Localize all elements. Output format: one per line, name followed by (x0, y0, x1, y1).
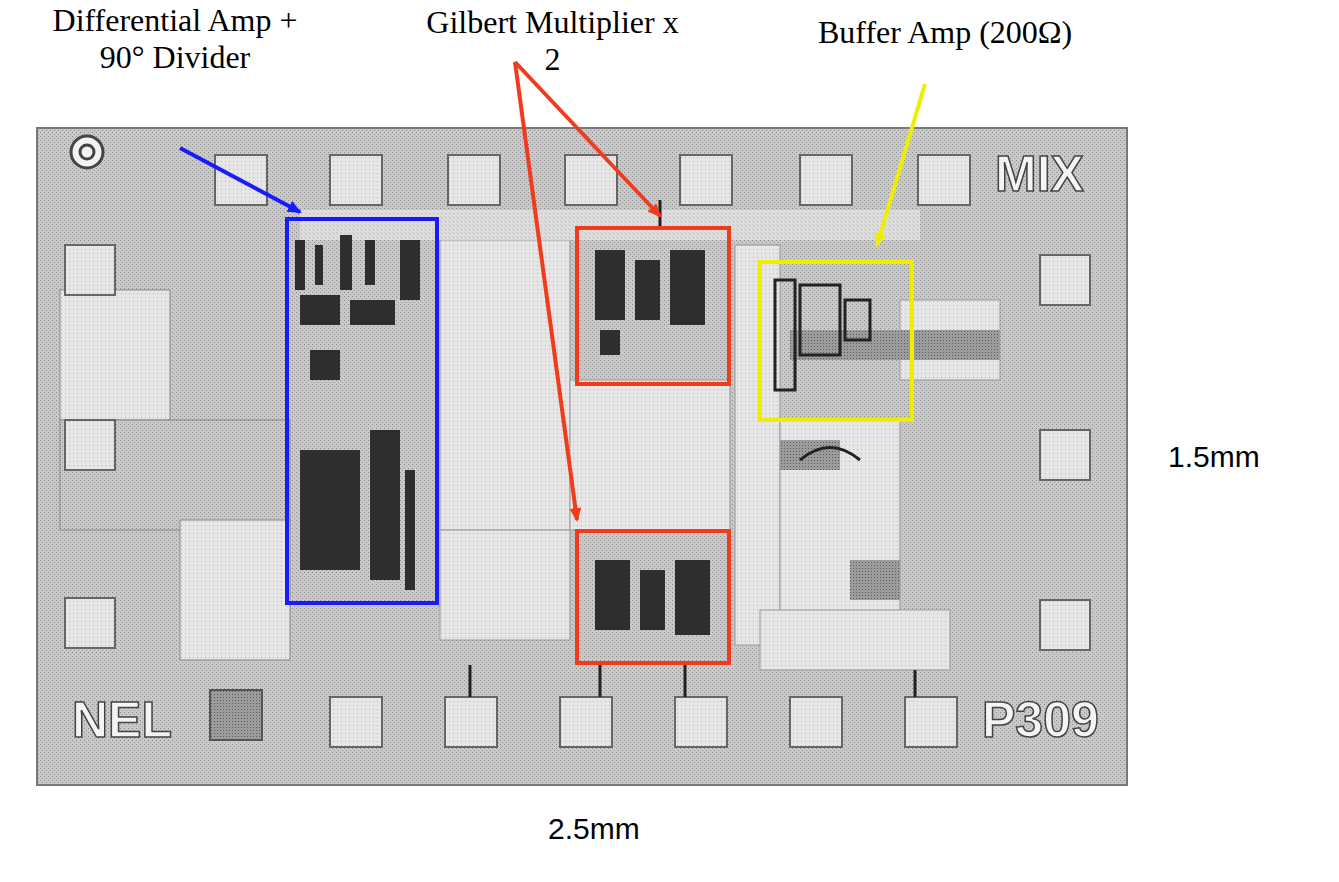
chip-marking: MIX (995, 146, 1084, 204)
dimension-label: 2.5mm (548, 812, 640, 847)
callout-label: Buffer Amp (200Ω) (818, 14, 1072, 51)
chip-marking: P309 (982, 692, 1099, 750)
dimension-label: 1.5mm (1168, 440, 1260, 475)
chip-marking: NEL (72, 692, 172, 750)
callout-label: Differential Amp + 90° Divider (30, 2, 320, 76)
callout-label: Gilbert Multiplier x 2 (415, 4, 690, 78)
